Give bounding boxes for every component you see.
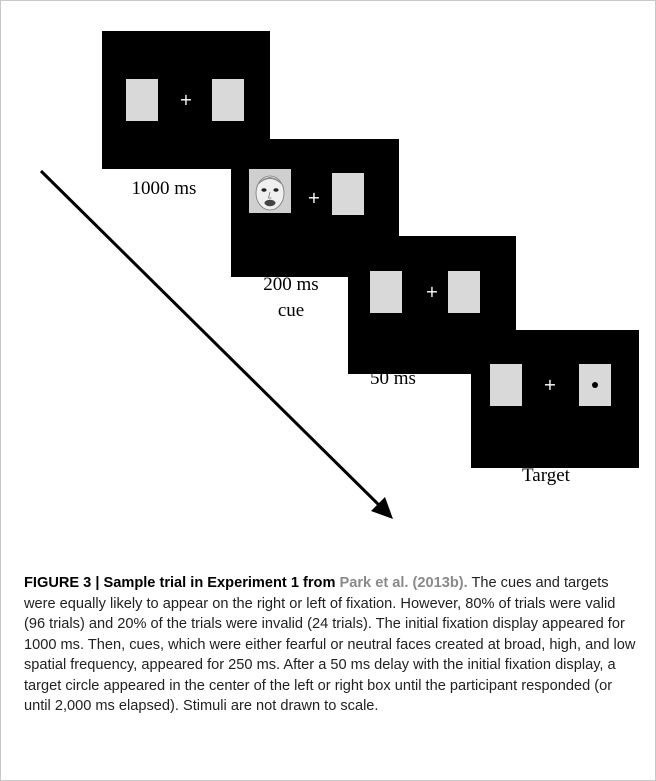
face-cue-image: [249, 169, 291, 213]
target-box: [579, 364, 611, 406]
figure-number: FIGURE 3 |: [24, 575, 104, 591]
caption-body: The cues and targets were equally likely…: [24, 575, 636, 714]
target-circle: [592, 382, 598, 388]
time-arrow: [39, 169, 393, 519]
delay-display-panel: +: [348, 236, 516, 374]
cue-duration-label: 200 ms: [263, 274, 319, 295]
figure-caption: FIGURE 3 | Sample trial in Experiment 1 …: [24, 573, 639, 717]
left-box: [370, 271, 402, 313]
fixation-duration-label: 1000 ms: [131, 178, 197, 199]
trial-sequence-figure: + 1000 ms + 200 ms cue: [1, 1, 656, 551]
cue-label: cue: [277, 300, 305, 321]
target-display-panel: +: [471, 330, 639, 468]
delay-duration-label: 50 ms: [370, 368, 416, 389]
figure-title: Sample trial in Experiment 1 from: [103, 575, 340, 591]
fixation-cross: +: [425, 282, 439, 301]
fixation-cross: +: [179, 90, 193, 109]
left-box: [490, 364, 522, 406]
target-label: Target: [522, 465, 570, 486]
fixation-cross: +: [307, 188, 321, 207]
right-box: [448, 271, 480, 313]
right-box: [212, 79, 244, 121]
left-box: [126, 79, 158, 121]
fixation-cross: +: [543, 375, 557, 394]
right-box: [332, 173, 364, 215]
face-icon: [249, 169, 291, 213]
reference-link[interactable]: Park et al. (2013b).: [339, 575, 468, 591]
cue-display-panel: +: [231, 139, 399, 277]
